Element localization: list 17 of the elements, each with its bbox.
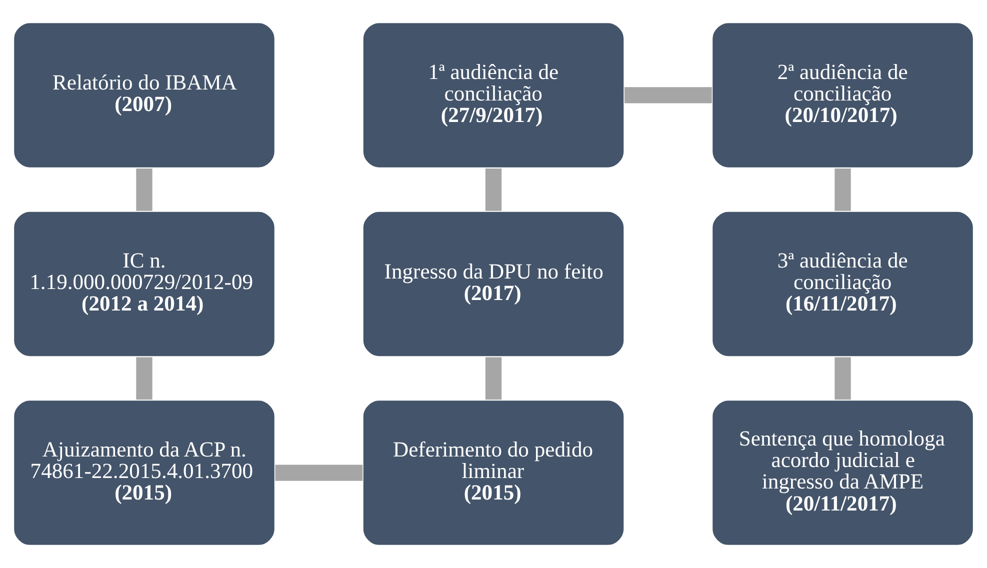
connector (136, 168, 152, 211)
node-box: Deferimento do pedido liminar (2015) (362, 399, 625, 546)
connector (485, 357, 502, 400)
node-box: Ajuizamento da ACP n. 74861-22.2015.4.01.3700 (2015) (12, 399, 276, 546)
node-box: Relatório do IBAMA (2007) (12, 22, 276, 169)
connector (275, 464, 363, 481)
node-box: 3ª audiência de conciliação (16/11/2017) (711, 210, 974, 358)
node-box: 2ª audiência de conciliação (20/10/2017) (711, 22, 974, 169)
connector (834, 357, 851, 400)
node-box: IC n. 1.19.000.000729/2012-09 (2012 a 2014) (12, 210, 276, 358)
node-box: Ingresso da DPU no feito (2017) (362, 210, 625, 358)
connector (624, 87, 712, 104)
node-box: Sentença que homologa acordo judicial e ingresso da AMPE (20/11/2017) (711, 399, 974, 546)
connector (485, 168, 502, 211)
connector (834, 168, 851, 211)
connector (136, 357, 152, 400)
node-box: 1ª audiência de conciliação (27/9/2017) (362, 22, 625, 169)
